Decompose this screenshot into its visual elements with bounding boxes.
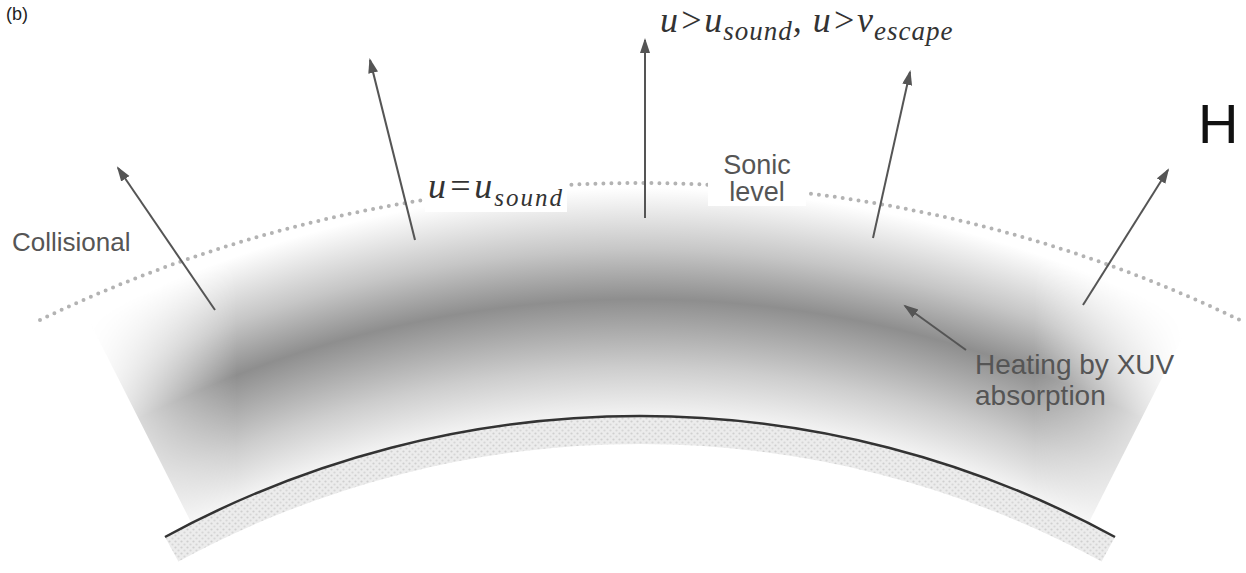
panel-letter: (b) — [6, 4, 28, 24]
math-subscript: sound — [494, 184, 564, 211]
flow-arrow — [873, 72, 910, 238]
sonic-condition: u=usound — [425, 166, 567, 212]
sonic-level-line — [40, 183, 1246, 323]
flow-arrow — [644, 40, 646, 218]
sonic-level-label: Sonic level — [708, 152, 806, 206]
math-text: , u>v — [793, 0, 874, 40]
region-label: Collisional — [12, 227, 131, 257]
callout-label: Heating by XUV absorption — [975, 349, 1174, 411]
panel-letter: (b) — [6, 4, 28, 25]
collisional-label: Collisional — [12, 228, 131, 258]
region-label: Sonic level — [723, 150, 791, 207]
species-label: H — [1198, 92, 1238, 156]
math-subscript: sound — [723, 16, 793, 46]
species-symbol: H — [1198, 92, 1238, 155]
planet-surface — [165, 416, 1115, 562]
escape-condition: u>usound, u>vescape — [660, 0, 954, 47]
flow-arrow — [118, 168, 215, 310]
flow-arrow — [1083, 170, 1168, 305]
math-subscript: escape — [874, 16, 953, 46]
leader-arrow — [905, 306, 966, 350]
heating-label: Heating by XUV absorption — [975, 350, 1185, 412]
math-text: u>u — [660, 0, 723, 40]
math-text: u=u — [428, 166, 494, 206]
surface-line — [165, 416, 1115, 537]
heated-layer — [84, 179, 1195, 523]
flow-arrow — [370, 60, 415, 240]
